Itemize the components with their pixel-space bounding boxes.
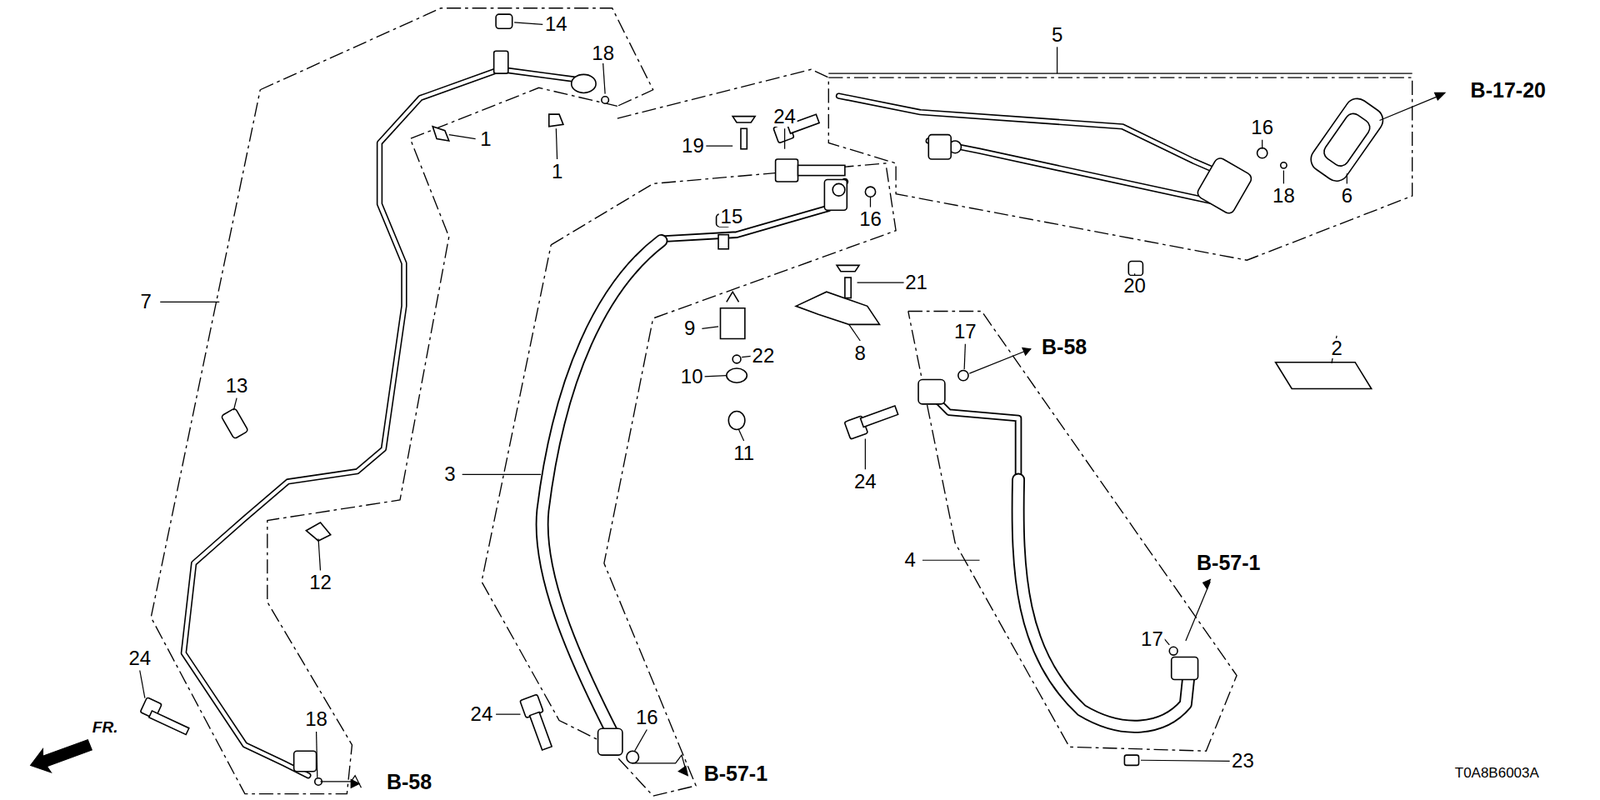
callout-number: 24 (771, 106, 798, 127)
callout-number: 4 (903, 550, 918, 570)
callout-number: 16 (857, 209, 884, 230)
callout-number: 8 (853, 343, 868, 364)
callout-number: 10 (679, 366, 705, 387)
reference-label: B-57-1 (1195, 551, 1262, 573)
callout-number: 15 (719, 206, 745, 227)
callout-number: 1 (550, 161, 565, 182)
callout-number: 16 (1249, 117, 1275, 138)
callout-number: 24 (469, 704, 495, 725)
reference-label: B-58 (1040, 336, 1089, 358)
callout-number: 17 (952, 321, 979, 342)
callout-number: 19 (680, 135, 706, 156)
callout-number: 6 (1340, 185, 1355, 206)
callout-number: 17 (1139, 629, 1165, 650)
direction-label: FR. (90, 718, 120, 735)
callout-number: 18 (1270, 185, 1297, 206)
callout-number: 11 (731, 443, 756, 464)
leader-lines (140, 22, 1445, 788)
callout-number: 14 (543, 14, 570, 35)
callout-number: 13 (224, 375, 250, 396)
callout-number: 3 (442, 464, 457, 485)
callout-number: 16 (634, 707, 660, 728)
reference-label: B-58 (385, 770, 434, 792)
callout-number: 12 (307, 572, 334, 593)
callout-number: 23 (1230, 750, 1256, 771)
callout-number: 24 (126, 648, 153, 669)
front-arrow (30, 740, 92, 773)
callout-number: 9 (682, 318, 697, 339)
callout-number: 18 (590, 43, 616, 64)
group-boundary (150, 8, 1412, 796)
reference-label: B-57-1 (702, 763, 770, 785)
callout-number: 21 (903, 272, 930, 293)
callout-number: 2 (1329, 338, 1344, 359)
callout-number: 24 (852, 471, 879, 492)
callout-number: 5 (1050, 25, 1065, 45)
small-parts (140, 14, 1388, 785)
callout-number: 20 (1121, 275, 1148, 296)
callout-number: 1 (478, 129, 493, 150)
callout-number: 18 (303, 709, 330, 730)
drawing-code: T0A8B6003A (1453, 765, 1541, 780)
callout-number: 7 (138, 291, 153, 312)
callout-number: 22 (750, 345, 777, 366)
pipes (183, 69, 1240, 775)
reference-label: B-17-20 (1469, 79, 1548, 100)
